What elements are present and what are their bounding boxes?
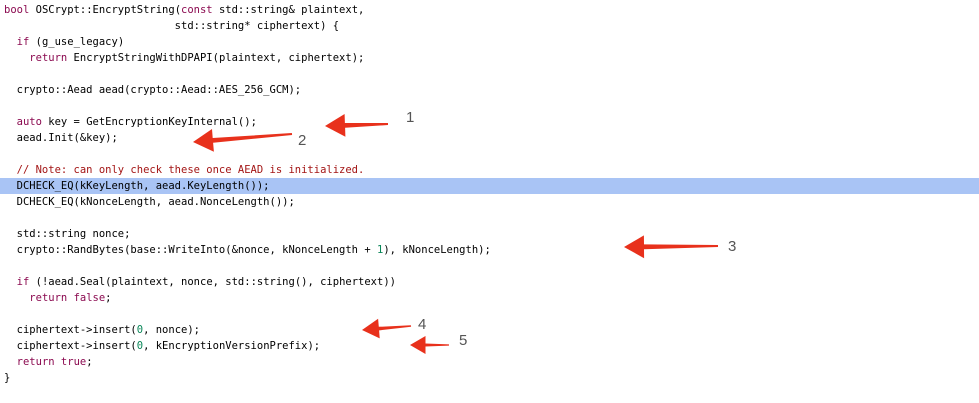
code-line[interactable]: DCHECK_EQ(kNonceLength, aead.NonceLength… <box>0 194 979 210</box>
code-token <box>4 276 17 288</box>
code-line[interactable]: } <box>0 370 979 386</box>
code-token: return <box>29 292 68 304</box>
code-token: if <box>16 36 30 48</box>
code-line[interactable]: return true; <box>0 354 979 370</box>
code-line[interactable]: return false; <box>0 290 979 306</box>
code-line[interactable] <box>0 258 979 274</box>
code-line[interactable]: ciphertext->insert(0, kEncryptionVersion… <box>0 338 979 354</box>
code-token: const <box>181 4 213 16</box>
code-line[interactable] <box>0 66 979 82</box>
code-token: 0 <box>136 340 144 352</box>
code-token <box>4 36 17 48</box>
code-line[interactable]: return EncryptStringWithDPAPI(plaintext,… <box>0 50 979 66</box>
code-token: (!aead.Seal(plaintext, nonce, std::strin… <box>29 276 396 288</box>
code-token <box>4 356 17 368</box>
annotation-label-3: 3 <box>728 238 737 255</box>
code-line[interactable]: bool OSCrypt::EncryptString(const std::s… <box>0 2 979 18</box>
code-token: , kEncryptionVersionPrefix); <box>143 340 321 352</box>
code-token: ciphertext->insert( <box>4 324 137 336</box>
code-token: aead.Init(&key); <box>4 132 118 144</box>
code-token: std::string* ciphertext) { <box>4 20 340 32</box>
code-token: OSCrypt::EncryptString( <box>29 4 182 16</box>
code-line[interactable] <box>0 306 979 322</box>
code-token <box>4 52 29 64</box>
code-token <box>4 292 29 304</box>
code-token: 1 <box>376 244 384 256</box>
annotation-label-2: 2 <box>298 132 307 149</box>
code-token: std::string& plaintext, <box>212 4 365 16</box>
code-line[interactable]: std::string* ciphertext) { <box>0 18 979 34</box>
code-token: ; <box>86 356 93 368</box>
annotation-label-4: 4 <box>418 316 427 333</box>
code-token: auto <box>16 116 42 128</box>
code-token: (g_use_legacy) <box>29 36 125 48</box>
code-token: ciphertext->insert( <box>4 340 137 352</box>
code-line[interactable] <box>0 210 979 226</box>
code-line-highlighted[interactable]: DCHECK_EQ(kKeyLength, aead.KeyLength()); <box>0 178 979 194</box>
code-line[interactable]: aead.Init(&key); <box>0 130 979 146</box>
code-line[interactable]: if (g_use_legacy) <box>0 34 979 50</box>
code-token: false <box>73 292 106 304</box>
code-token: return <box>29 52 68 64</box>
code-token: ), kNonceLength); <box>383 244 491 256</box>
code-line[interactable]: auto key = GetEncryptionKeyInternal(); <box>0 114 979 130</box>
code-token: DCHECK_EQ(kNonceLength, aead.NonceLength… <box>4 196 295 208</box>
code-line[interactable]: crypto::RandBytes(base::WriteInto(&nonce… <box>0 242 979 258</box>
code-token <box>4 116 17 128</box>
code-token: key = GetEncryptionKeyInternal(); <box>41 116 257 128</box>
code-token: 0 <box>136 324 144 336</box>
code-line[interactable]: if (!aead.Seal(plaintext, nonce, std::st… <box>0 274 979 290</box>
code-token: // Note: can only check these once AEAD … <box>4 164 365 176</box>
code-line[interactable] <box>0 98 979 114</box>
annotation-label-5: 5 <box>459 332 468 349</box>
code-token: crypto::Aead aead(crypto::Aead::AES_256_… <box>4 84 302 96</box>
code-line[interactable]: std::string nonce; <box>0 226 979 242</box>
code-token: EncryptStringWithDPAPI(plaintext, cipher… <box>67 52 365 64</box>
code-token: } <box>4 372 11 384</box>
code-token: crypto::RandBytes(base::WriteInto(&nonce… <box>4 244 377 256</box>
code-token: , nonce); <box>143 324 200 336</box>
code-line[interactable]: // Note: can only check these once AEAD … <box>0 162 979 178</box>
annotation-label-1: 1 <box>406 109 415 126</box>
code-token: DCHECK_EQ(kKeyLength, aead.KeyLength()); <box>4 180 270 192</box>
code-token: std::string nonce; <box>4 228 131 240</box>
code-line[interactable]: ciphertext->insert(0, nonce); <box>0 322 979 338</box>
code-token: ; <box>105 292 112 304</box>
code-token: true <box>60 356 87 368</box>
code-token: if <box>16 276 30 288</box>
code-token: return <box>16 356 55 368</box>
code-token: bool <box>4 4 30 16</box>
code-line[interactable] <box>0 146 979 162</box>
code-line[interactable]: crypto::Aead aead(crypto::Aead::AES_256_… <box>0 82 979 98</box>
